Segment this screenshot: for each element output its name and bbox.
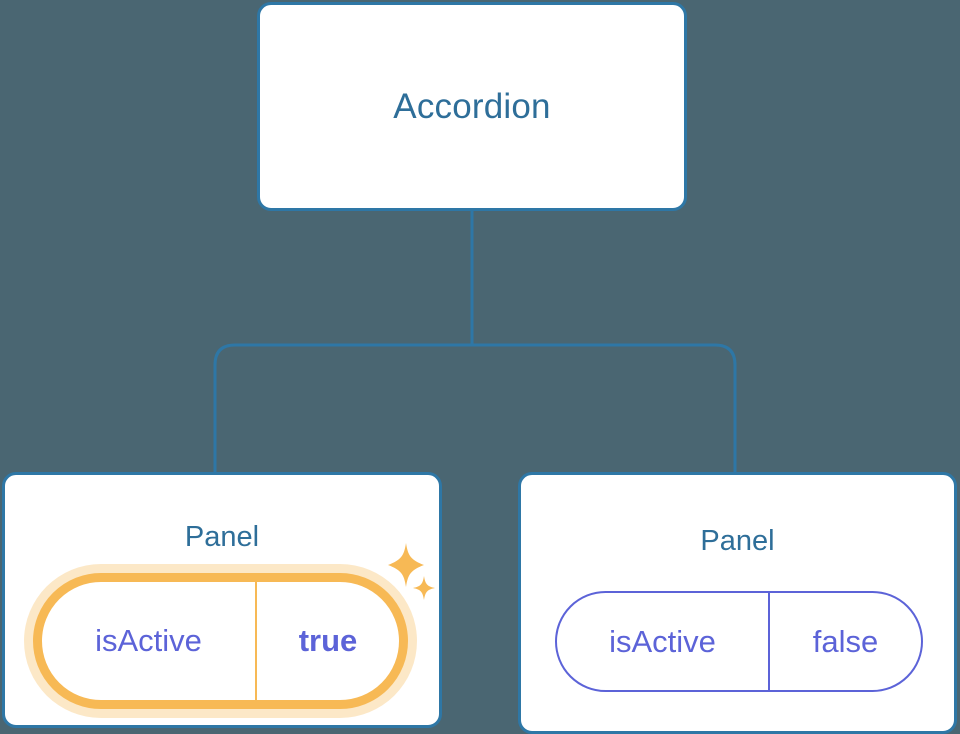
prop-pill-isactive-true[interactable]: isActive true bbox=[33, 573, 408, 709]
prop-value-false: false bbox=[812, 623, 879, 659]
edge-branch-bar bbox=[213, 343, 737, 472]
prop-key-isactive: isActive bbox=[557, 593, 770, 690]
prop-value-true: true bbox=[298, 623, 358, 658]
prop-pill-isactive-false[interactable]: isActive false bbox=[555, 591, 923, 692]
prop-key-isactive: isActive bbox=[42, 582, 257, 700]
node-panel-inactive-label: Panel bbox=[700, 525, 775, 557]
node-accordion-label: Accordion bbox=[393, 87, 551, 126]
node-panel-active-label: Panel bbox=[184, 521, 260, 553]
node-accordion[interactable]: Accordion bbox=[257, 2, 687, 211]
